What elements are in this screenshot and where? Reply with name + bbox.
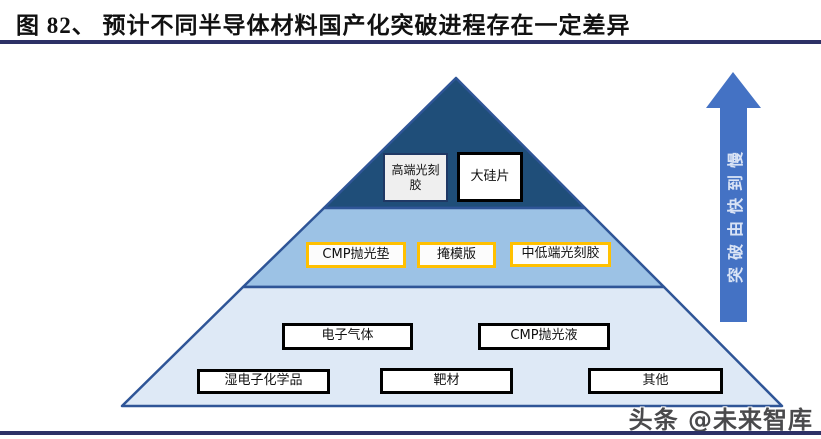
arrow-label: 突破由快到慢 (726, 145, 745, 284)
up-arrow-icon (706, 72, 761, 322)
box-cmp-slurry: CMP抛光液 (478, 323, 610, 350)
bottom-divider (0, 431, 821, 435)
box-wet-electronic-chemicals: 湿电子化学品 (197, 369, 330, 394)
box-other: 其他 (588, 368, 723, 394)
box-mid-low-photoresist: 中低端光刻胶 (510, 242, 611, 267)
watermark: 头条 @未来智库 (628, 406, 813, 434)
box-photomask: 掩模版 (417, 242, 496, 268)
box-high-end-photoresist: 高端光刻胶 (383, 153, 448, 202)
box-large-silicon-wafer: 大硅片 (457, 152, 523, 202)
title-underline (0, 40, 821, 44)
box-electronic-gas: 电子气体 (282, 323, 413, 350)
box-sputtering-target: 靶材 (380, 368, 513, 394)
pyramid-tier-top (322, 76, 587, 210)
box-cmp-polishing-pad: CMP抛光垫 (306, 242, 406, 268)
figure-title: 图 82、 预计不同半导体材料国产化突破进程存在一定差异 (16, 13, 631, 38)
